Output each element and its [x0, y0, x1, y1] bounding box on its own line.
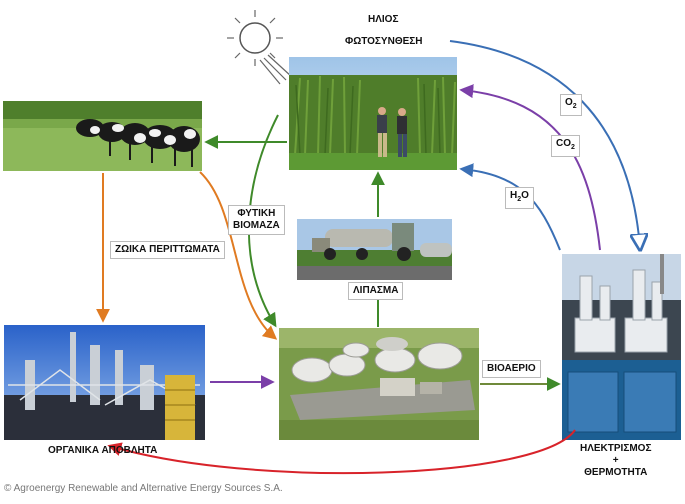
photosynthesis-o2-arrow: [449, 40, 640, 248]
co2-label: CO2: [551, 135, 580, 157]
organic-waste-label: ΟΡΓΑΝΙΚΑ ΑΠΟΒΛΗΤΑ: [48, 445, 158, 456]
co2-text: CO: [556, 138, 571, 149]
cows-photo: [3, 101, 202, 171]
electricity-line1: ΗΛΕΚΤΡΙΣΜΟΣ: [580, 443, 652, 454]
plant-biomass-line2: ΒΙΟΜΑΖΑ: [233, 220, 280, 231]
crop-field-photo: [289, 57, 457, 170]
h2o-text-h: H: [510, 190, 518, 201]
h2o-text-o: O: [521, 190, 529, 201]
copyright-notice: © Agroenergy Renewable and Alternative E…: [4, 483, 283, 494]
refinery-photo: [4, 325, 205, 440]
animal-waste-arrow: [199, 171, 278, 340]
o2-label: O2: [560, 94, 582, 116]
electricity-heat-label: ΗΛΕΚΤΡΙΣΜΟΣ + ΘΕΡΜΟΤΗΤΑ: [580, 443, 651, 479]
fertilizer-tanker-photo: [297, 219, 452, 280]
fertilizer-label: ΛΙΠΑΣΜΑ: [348, 282, 404, 300]
plant-biomass-label: ΦΥΤΙΚΗ ΒΙΟΜΑΖΑ: [228, 205, 285, 235]
animal-waste-label: ΖΩΙΚΑ ΠΕΡΙΤΤΩΜΑΤΑ: [110, 241, 225, 259]
h2o-label: H2O: [505, 187, 534, 209]
biogas-label: ΒΙΟΑΕΡΙΟ: [482, 360, 541, 378]
h2o-arrow: [459, 163, 561, 251]
o2-text: O: [565, 97, 573, 108]
electricity-line3: ΘΕΡΜΟΤΗΤΑ: [584, 467, 648, 478]
plant-biomass-line1: ΦΥΤΙΚΗ: [237, 208, 276, 219]
electricity-line2: +: [612, 455, 619, 466]
energy-return-arrow: [107, 429, 576, 475]
o2-subscript: 2: [572, 103, 577, 110]
photosynthesis-label: ΦΩΤΟΣΥΝΘΕΣΗ: [345, 36, 423, 47]
chp-plant-photo: [562, 254, 681, 440]
sun-label: ΗΛΙΟΣ: [368, 14, 399, 25]
h2o-subscript: 2: [517, 196, 522, 203]
sun-icon: [227, 10, 293, 85]
co2-subscript: 2: [571, 144, 575, 151]
biogas-plant-photo: [279, 328, 479, 440]
